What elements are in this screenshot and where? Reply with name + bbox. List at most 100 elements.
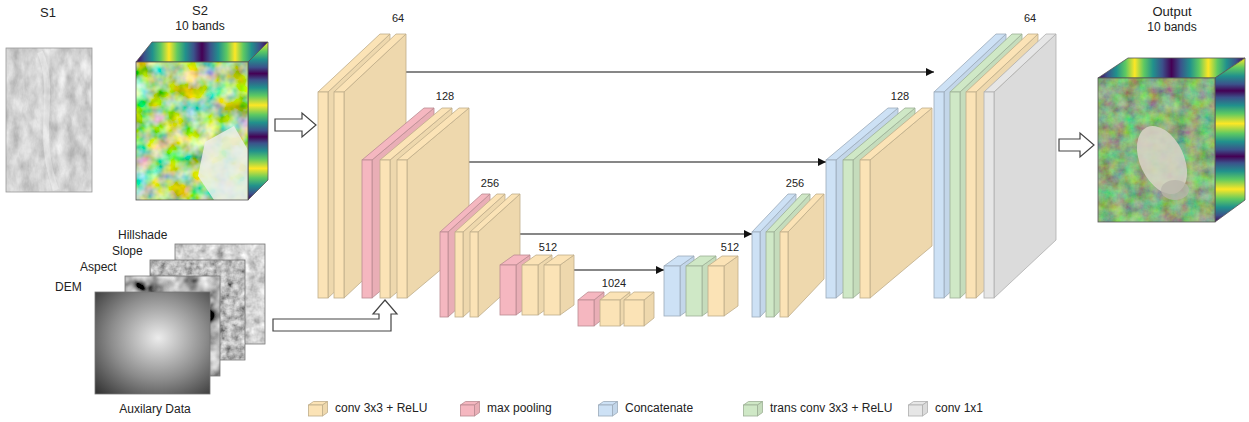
skip-connection — [520, 233, 752, 234]
s2-bright-patch — [198, 126, 248, 200]
input-image-node: S1 — [5, 5, 93, 195]
layer-slabs — [934, 12, 1056, 298]
swatch-front — [744, 405, 758, 416]
layer-block: 1024 — [578, 277, 654, 326]
image-label: Aspect — [80, 261, 117, 275]
slab-front — [500, 265, 516, 315]
slab-front — [544, 265, 560, 315]
legend-swatch — [908, 401, 930, 417]
slab-front — [624, 300, 644, 326]
slab-top — [624, 292, 654, 300]
slab-front — [362, 160, 372, 298]
image-label: Output — [1152, 5, 1191, 20]
slab-front — [380, 160, 390, 298]
slab-front — [664, 266, 680, 316]
input-cube-node: S210 bands — [130, 3, 272, 201]
image-label: Auxilary Data — [119, 403, 190, 417]
legend-label: conv 1x1 — [935, 402, 983, 416]
image-label: Slope — [112, 245, 143, 259]
layer-block: 64 — [934, 12, 1056, 298]
slab-front — [318, 92, 328, 298]
channel-count: 128 — [891, 90, 909, 103]
slab-front — [600, 300, 620, 326]
output-image — [1098, 78, 1215, 222]
swatch-front — [309, 405, 323, 416]
legend-label: trans conv 3x3 + ReLU — [770, 402, 892, 416]
slab-top — [984, 34, 1056, 92]
output-bright-patch — [1127, 118, 1197, 202]
legend-swatch — [743, 401, 765, 417]
slab-front — [440, 232, 448, 317]
slab-front — [826, 160, 836, 298]
legend-swatch — [460, 401, 482, 417]
slab-top — [708, 256, 738, 266]
swatch-front — [599, 405, 613, 416]
image-label: S2 — [192, 4, 208, 19]
s2-frame — [136, 62, 248, 200]
layer-slabs — [752, 177, 824, 317]
channel-count: 1024 — [602, 277, 626, 290]
slab-top — [470, 194, 520, 232]
slab-side — [560, 255, 574, 315]
slab-front — [843, 160, 853, 298]
output-cube-node: Output10 bands — [1096, 3, 1247, 225]
swatch-side — [758, 402, 763, 417]
s1-ridge — [40, 52, 56, 190]
slab-front — [984, 92, 994, 298]
slab-top — [578, 292, 604, 300]
channel-count: 256 — [481, 177, 499, 190]
channel-count: 512 — [721, 241, 739, 254]
channel-count: 512 — [539, 241, 557, 254]
output-grey-patch — [1161, 180, 1189, 200]
s2-image — [136, 62, 248, 200]
s2-cube-side — [248, 42, 268, 200]
skip-connection — [469, 161, 826, 162]
skip-connection — [574, 269, 664, 270]
slab-front — [334, 92, 344, 298]
image-label: DEM — [55, 281, 82, 295]
slab-top — [334, 34, 406, 92]
dem-image — [95, 292, 210, 394]
slab-front — [966, 92, 976, 298]
slab-top — [544, 255, 574, 265]
s1-image — [6, 48, 92, 192]
slab-front — [455, 232, 463, 317]
image-label: Hillshade — [118, 229, 167, 243]
legend-swatch — [598, 401, 620, 417]
channel-count: 256 — [786, 177, 804, 190]
slab-top — [397, 108, 469, 160]
slab-front — [780, 232, 788, 317]
legend-label: max pooling — [487, 402, 552, 416]
layer-block: 512 — [500, 241, 574, 315]
layer-block: 512 — [664, 241, 738, 316]
slab-front — [522, 265, 538, 315]
s1-frame — [6, 48, 92, 192]
slab-front — [752, 232, 760, 317]
skip-connection — [406, 71, 934, 72]
layer-block: 256 — [752, 177, 824, 317]
swatch-side — [613, 402, 618, 417]
slab-front — [470, 232, 478, 317]
slab-front — [860, 160, 870, 298]
input-arrow — [1059, 133, 1094, 157]
channel-count: 128 — [436, 90, 454, 103]
slab-front — [397, 160, 407, 298]
swatch-side — [475, 402, 480, 417]
slab-front — [578, 300, 594, 326]
output-cube-side — [1215, 58, 1245, 222]
legend-label: conv 3x3 + ReLU — [335, 402, 427, 416]
s2-cube-top — [136, 42, 268, 62]
image-label: 10 bands — [1147, 21, 1196, 35]
slab-top — [780, 194, 824, 232]
layer-block: 128 — [826, 90, 932, 298]
channel-count: 64 — [392, 12, 404, 25]
slab-front — [766, 232, 774, 317]
layer-slabs — [826, 90, 932, 298]
slab-front — [950, 92, 960, 298]
legend-swatch — [308, 401, 330, 417]
auxiliary-arrow — [273, 300, 397, 331]
slab-side — [870, 108, 932, 298]
swatch-front — [909, 405, 923, 416]
